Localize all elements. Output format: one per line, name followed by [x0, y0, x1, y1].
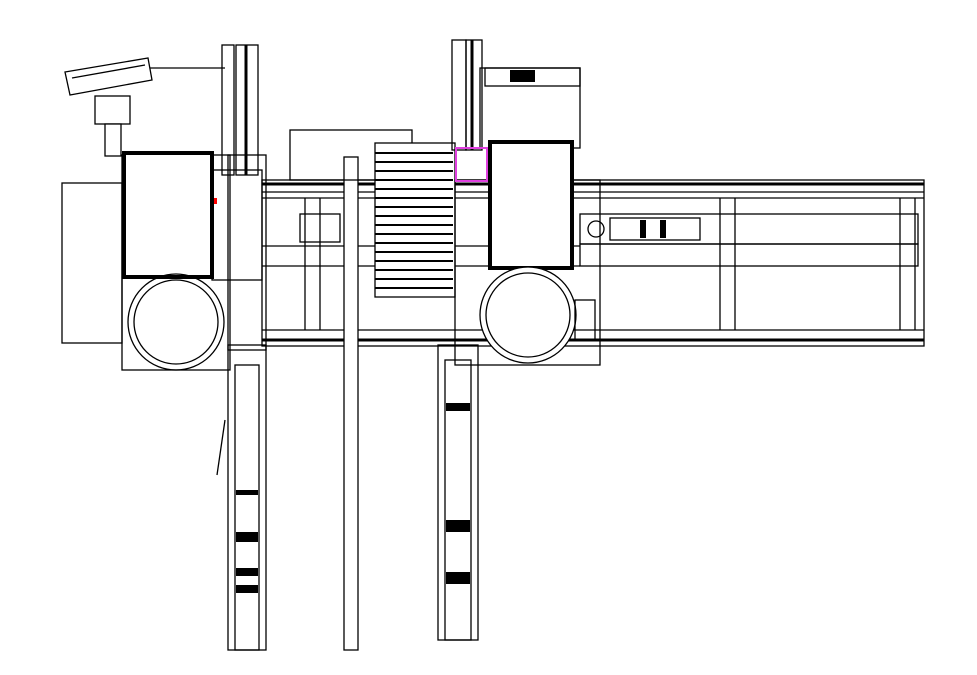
- right-column: [451, 39, 581, 151]
- heat-sink-fin: [375, 233, 453, 235]
- camera-assembly: [64, 57, 225, 157]
- left-column: [221, 44, 267, 351]
- heat-sink-fin: [375, 251, 453, 253]
- heat-sink-fin: [375, 260, 453, 262]
- heat-sink: [374, 142, 456, 298]
- left-machine: [121, 151, 263, 371]
- heat-sink-fin: [375, 242, 453, 244]
- heat-sink-fin: [375, 269, 453, 271]
- heat-sink-fin: [375, 215, 453, 217]
- heat-sink-fin: [375, 278, 453, 280]
- heat-sink-fin: [375, 188, 453, 190]
- right-machine: [454, 140, 601, 366]
- heat-sink-fin: [375, 197, 453, 199]
- heat-sink-fin: [375, 170, 453, 172]
- highlighted-component: [455, 147, 488, 182]
- horizontal-conveyor-frame: [261, 179, 925, 347]
- heat-sink-fin: [375, 287, 453, 289]
- heat-sink-fin: [375, 224, 453, 226]
- left-housing: [61, 182, 123, 344]
- heat-sink-fin: [375, 152, 453, 154]
- heat-sink-fin: [375, 161, 453, 163]
- heat-sink-fin: [375, 179, 453, 181]
- middle-bar: [343, 156, 359, 651]
- heat-sink-fin: [375, 206, 453, 208]
- left-chute: [216, 344, 267, 651]
- right-chute: [437, 344, 479, 641]
